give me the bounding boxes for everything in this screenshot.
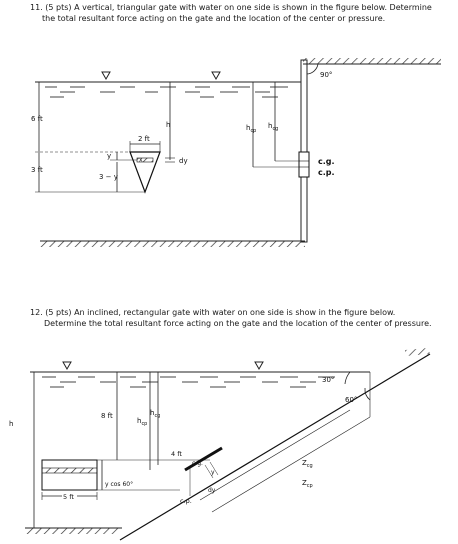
hcp-label: hcp xyxy=(246,124,256,134)
inclined-wall xyxy=(119,353,431,541)
water-level-marker xyxy=(254,361,264,371)
h-label: h xyxy=(9,420,13,428)
dy-label: dy xyxy=(208,487,216,494)
angle-30-label: 30° xyxy=(322,376,334,384)
depth-6ft-label: 6 ft xyxy=(31,115,43,123)
ycos60-label: y cos 60° xyxy=(105,481,133,488)
cg-cp-label: c.g. xyxy=(318,157,335,166)
width-5ft-label: 5 ft xyxy=(63,493,74,501)
zcg-label: Zcg xyxy=(302,459,313,469)
y-label: y xyxy=(107,152,111,160)
gate-x-label: x xyxy=(139,157,143,164)
inclined-gate-figure: h 8 ft hcp hcg 5 ft y cos 60° 4 ft c.g. … xyxy=(9,348,431,541)
depth-8ft-label: 8 ft xyxy=(101,412,113,420)
top-right-hatch xyxy=(405,348,430,356)
gate-strip xyxy=(41,467,98,474)
problem-12-number: 12. xyxy=(30,308,43,317)
depth-3ft-label: 3 ft xyxy=(31,166,43,174)
water-level-marker xyxy=(62,361,72,371)
cp-label: c.p. xyxy=(180,497,192,505)
problem-11-number: 11. xyxy=(30,3,43,12)
wall-gate xyxy=(298,151,310,178)
zcp-label: Zcp xyxy=(302,479,313,489)
triangular-gate-figure: 90° 6 ft 3 ft x 2 ft y 3 − y dy h hcp hc… xyxy=(31,58,441,247)
inclined-gate xyxy=(184,446,223,472)
water-level-marker xyxy=(211,71,221,81)
bottom-ground-hatch xyxy=(40,241,305,247)
hcg-label: hcg xyxy=(150,409,160,419)
problem-12-statement: 12. (5 pts) An inclined, rectangular gat… xyxy=(30,307,450,329)
gate-length-label: 4 ft xyxy=(171,450,182,458)
rectangular-gate-front xyxy=(41,459,98,491)
angle-60-label: 60° xyxy=(345,396,357,404)
problem-11-line1: (5 pts) A vertical, triangular gate with… xyxy=(45,3,432,12)
angle-90-label: 90° xyxy=(320,71,332,79)
cp-label: c.p. xyxy=(318,168,335,177)
dy-label: dy xyxy=(179,157,188,165)
water-level-marker xyxy=(101,71,111,81)
problem-11-line2: the total resultant force acting on the … xyxy=(42,14,386,23)
y-label: y xyxy=(211,469,215,476)
three-minus-y-label: 3 − y xyxy=(99,173,118,181)
hcg-label: hcg xyxy=(268,122,278,132)
problem-12-line2: Determine the total resultant force acti… xyxy=(44,319,432,328)
top-ground-hatch xyxy=(303,58,441,64)
problem-11-statement: 11. (5 pts) A vertical, triangular gate … xyxy=(30,2,450,24)
cg-label: c.g. xyxy=(192,460,203,467)
hcp-label: hcp xyxy=(137,417,147,427)
bottom-left-hatch xyxy=(25,528,120,534)
problem-12-line1: (5 pts) An inclined, rectangular gate wi… xyxy=(45,308,396,317)
h-label: h xyxy=(166,121,170,129)
wall xyxy=(300,59,308,243)
gate-width-label: 2 ft xyxy=(138,135,150,143)
